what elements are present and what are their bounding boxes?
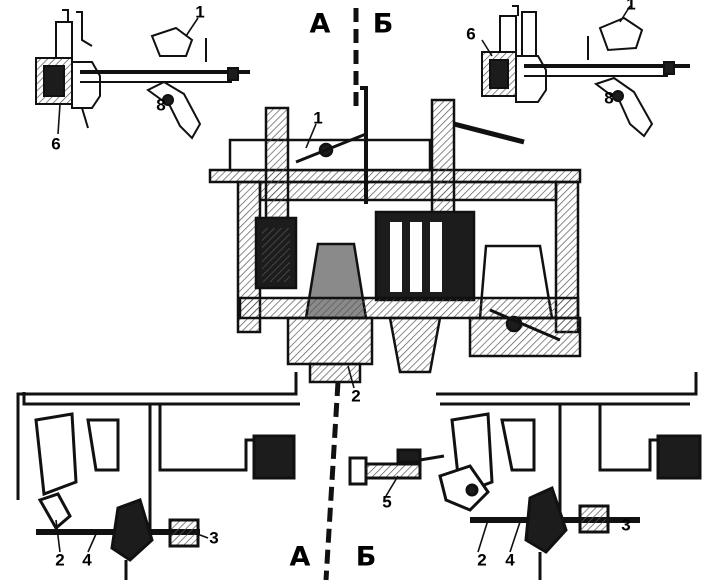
callout-3-bottom-left: 3 <box>209 528 219 548</box>
callout-6-top-left: 6 <box>51 134 61 154</box>
callout-1-top-left: 1 <box>195 2 205 22</box>
callout-4-bottom-left: 4 <box>82 550 92 570</box>
bottom-right-assembly <box>348 372 702 580</box>
callout-leaders <box>55 5 631 553</box>
callout-1-top-right: 1 <box>626 0 636 14</box>
callout-2-bottom-right: 2 <box>477 550 487 570</box>
callout-4-bottom-right: 4 <box>505 550 515 570</box>
section-label-a-top: А <box>309 8 331 40</box>
callout-8-top-left: 8 <box>156 95 166 115</box>
section-label-a-bottom: А <box>289 541 311 573</box>
callout-5-bottom-right: 5 <box>382 492 392 512</box>
section-label-b-top: Б <box>372 8 394 40</box>
section-divider-line-lower <box>323 381 341 581</box>
callout-3-bottom-right: 3 <box>621 515 631 535</box>
top-left-inset <box>35 9 250 140</box>
callout-2-bottom-left: 2 <box>55 550 65 570</box>
callout-8-top-right: 8 <box>604 88 614 108</box>
callout-1-center: 1 <box>313 108 323 128</box>
top-right-inset <box>481 5 690 138</box>
bottom-left-assembly <box>16 372 300 580</box>
section-label-b-bottom: Б <box>355 541 377 573</box>
callout-6-top-right: 6 <box>466 24 476 44</box>
callout-2-center: 2 <box>351 386 361 406</box>
carburetor-body <box>208 86 582 384</box>
